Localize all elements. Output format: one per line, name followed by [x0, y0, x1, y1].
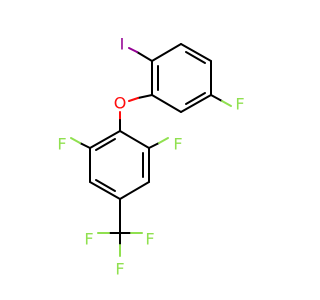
bond	[95, 179, 116, 192]
fluorine-atom: F	[57, 135, 66, 154]
bond	[136, 51, 153, 62]
bond	[119, 181, 150, 200]
upper-ring	[151, 43, 212, 113]
fluorine-atom: F	[115, 260, 124, 279]
bond	[119, 130, 150, 149]
bond	[95, 138, 116, 151]
bond	[151, 94, 182, 113]
molecule-structure: I F O F F	[57, 35, 244, 279]
molecule-canvas: I F O F F	[57, 34, 245, 279]
lower-ring	[89, 130, 150, 200]
bond	[185, 51, 206, 64]
bond	[151, 43, 182, 62]
bond	[158, 137, 169, 144]
fluorine-atom: F	[235, 95, 244, 114]
bond	[128, 97, 139, 102]
bond	[148, 142, 160, 149]
bond	[89, 130, 121, 149]
bond	[210, 94, 223, 102]
bond	[128, 47, 138, 53]
bond	[70, 137, 81, 144]
fluorine-atom: F	[173, 135, 182, 154]
iodine-atom: I	[120, 35, 125, 54]
bond	[89, 181, 121, 200]
oxygen-atom: O	[114, 94, 127, 113]
bond	[180, 43, 212, 62]
bond	[79, 142, 91, 149]
bond	[185, 92, 206, 105]
bond	[137, 94, 153, 99]
bond	[221, 100, 232, 107]
fluorine-atom: F	[145, 230, 154, 249]
fluorine-atom: F	[84, 230, 93, 249]
bond	[180, 94, 212, 113]
